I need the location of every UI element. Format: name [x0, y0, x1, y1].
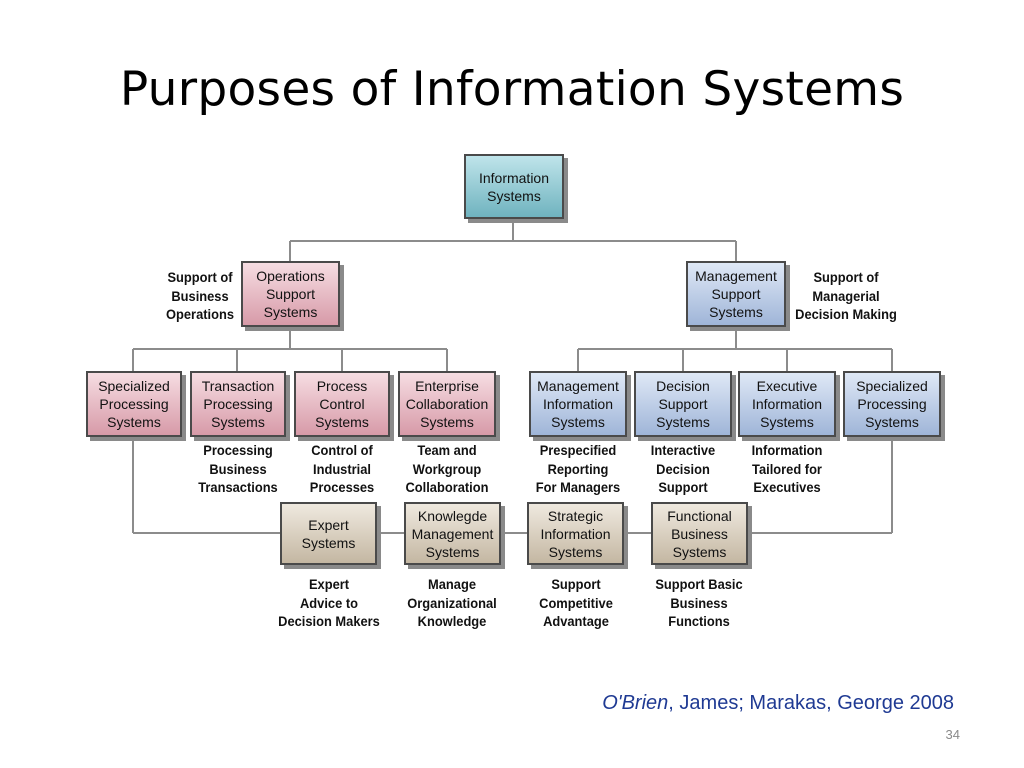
ops-child-box: Transaction Processing Systems — [190, 371, 286, 437]
other-system-box: Strategic Information Systems — [527, 502, 624, 565]
citation-author: O'Brien — [602, 692, 669, 714]
ops-child-box: Enterprise Collaboration Systems — [398, 371, 496, 437]
citation: O'Brien, James; Marakas, George 2008 — [602, 692, 954, 715]
mgmt-child-box: Management Information Systems — [529, 371, 627, 437]
other-system-box: Expert Systems — [280, 502, 377, 565]
other-system-desc: Expert Advice to Decision Makers — [278, 576, 380, 629]
mgmt-child-box: Specialized Processing Systems — [843, 371, 941, 437]
management-note: Support of Managerial Decision Making — [795, 269, 897, 322]
citation-rest: , James; Marakas, George 2008 — [668, 692, 954, 714]
management-support-systems-box: Management Support Systems — [686, 261, 786, 327]
operations-note: Support of Business Operations — [166, 269, 234, 322]
page-number: 34 — [945, 727, 960, 742]
ops-child-desc: Control of Industrial Processes — [309, 442, 375, 495]
other-system-box: Functional Business Systems — [651, 502, 748, 565]
mgmt-child-box: Decision Support Systems — [634, 371, 732, 437]
ops-child-desc: Team and Workgroup Collaboration — [405, 442, 489, 495]
mgmt-child-desc: Prespecified Reporting For Managers — [535, 442, 621, 495]
slide-title: Purposes of Information Systems — [119, 62, 905, 117]
other-system-desc: Support Basic Business Functions — [655, 576, 743, 629]
ops-child-box: Process Control Systems — [294, 371, 390, 437]
mgmt-child-box: Executive Information Systems — [738, 371, 836, 437]
ops-child-box: Specialized Processing Systems — [86, 371, 182, 437]
other-system-box: Knowlegde Management Systems — [404, 502, 501, 565]
mgmt-child-desc: Information Tailored for Executives — [751, 442, 823, 495]
ops-child-desc: Processing Business Transactions — [198, 442, 278, 495]
other-system-desc: Support Competitive Advantage — [539, 576, 613, 629]
mgmt-child-desc: Interactive Decision Support — [650, 442, 716, 495]
other-system-desc: Manage Organizational Knowledge — [407, 576, 497, 629]
information-systems-box: Information Systems — [464, 154, 564, 219]
operations-support-systems-box: Operations Support Systems — [241, 261, 340, 327]
